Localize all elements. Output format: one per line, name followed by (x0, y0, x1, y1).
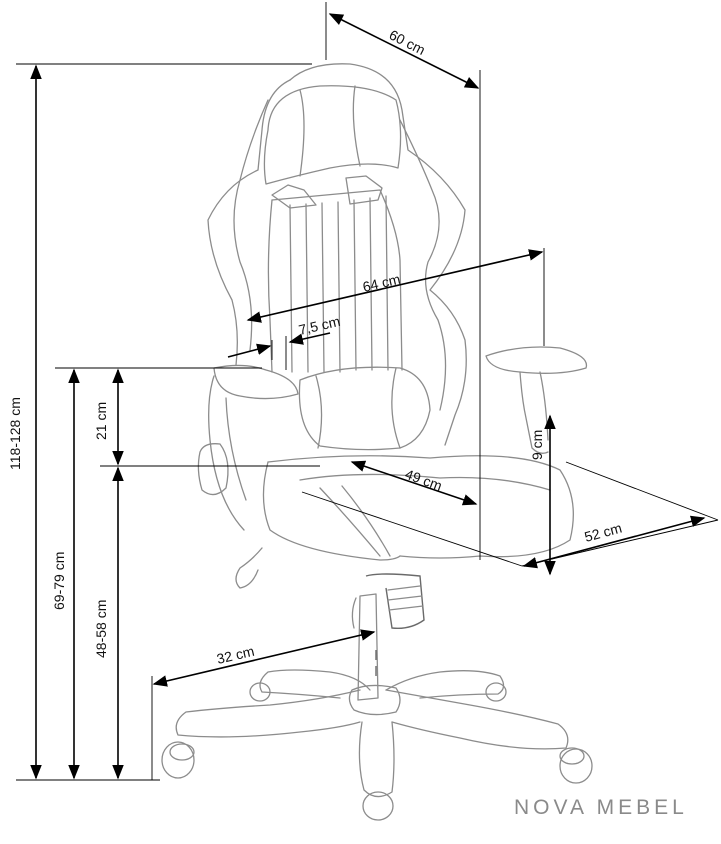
gaming-chair-illustration (161, 63, 593, 821)
backrest-thickness-left-arrow (227, 343, 272, 358)
seat-depth-dimension-line (350, 460, 478, 506)
total-height-label: 118-128 cm (7, 397, 23, 470)
backrest-thickness-right-arrow (288, 332, 331, 345)
brand-watermark: NOVA MEBEL (514, 796, 688, 819)
base-radius-label: 32 cm (215, 643, 256, 667)
backrest-thickness-label: 7,5 cm (297, 313, 342, 338)
armrest-span-label: 64 cm (361, 271, 402, 295)
seat-height-label: 48-58 cm (93, 600, 109, 658)
depth-dimension-line (328, 13, 480, 89)
armrest-to-seat-label: 21 cm (93, 402, 109, 440)
armrest-height-label: 69-79 cm (51, 552, 67, 610)
armrest-thickness-label: 9 cm (529, 430, 545, 460)
dimension-lines (16, 2, 719, 781)
base-radius-dimension-line (152, 629, 376, 687)
seat-width-dimension-line (522, 515, 706, 569)
armrest-span-dimension-line (246, 249, 544, 323)
seat-depth-label: 49 cm (403, 466, 444, 494)
